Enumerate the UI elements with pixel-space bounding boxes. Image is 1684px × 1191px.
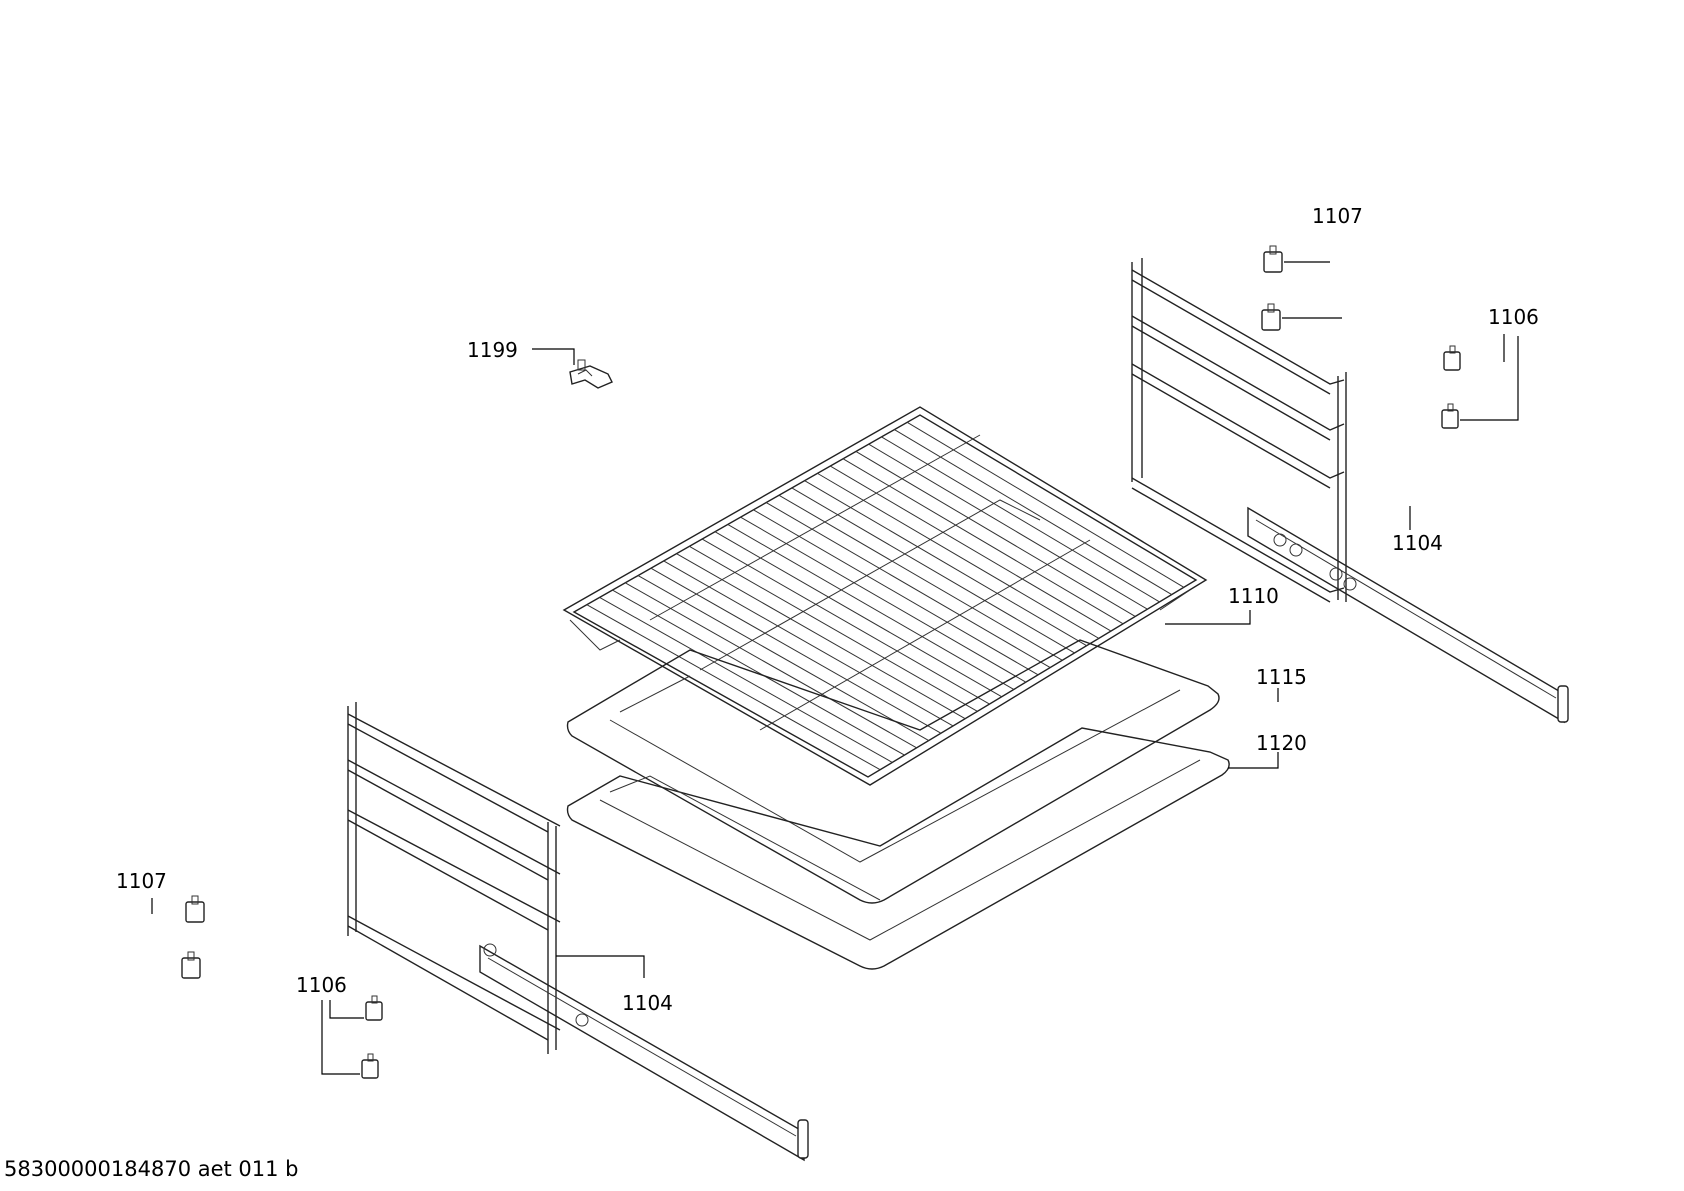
part-1104-left-shelf-support[interactable] <box>347 702 809 1162</box>
leader-1106-left-a <box>329 1000 364 1019</box>
part-1106-left-clip-lower[interactable] <box>361 1053 379 1079</box>
rack-wire-bar <box>714 531 1002 698</box>
rack-wire-bar <box>765 502 1051 668</box>
label-1106-right: 1106 <box>1488 305 1539 329</box>
rack-wire-bar <box>855 451 1136 617</box>
rack-wire-bar <box>753 509 1039 676</box>
rack-wire-bar <box>586 604 881 771</box>
rack-wire-bar <box>842 458 1124 625</box>
label-1120: 1120 <box>1256 731 1307 755</box>
label-1104-left: 1104 <box>622 991 673 1015</box>
part-1107-top-clip-lower[interactable] <box>1261 303 1281 331</box>
rack-wire-bar <box>676 553 966 720</box>
leader-1106-right-b <box>1460 336 1519 421</box>
rack-wire-bar <box>791 487 1075 654</box>
rack-wire-bar <box>625 582 917 749</box>
rack-wire-bar <box>740 516 1027 683</box>
part-1199-clip[interactable] <box>569 359 613 389</box>
rack-wire-bar <box>894 429 1172 596</box>
rack-wire-bar <box>650 567 942 734</box>
leader-1110 <box>1165 610 1251 625</box>
part-1110-wire-rack[interactable] <box>562 406 1208 786</box>
rack-wire-bar <box>881 436 1160 603</box>
part-1107-left-clip-lower[interactable] <box>181 951 201 979</box>
leader-1199 <box>532 348 575 365</box>
rack-wire-bar <box>701 538 990 705</box>
part-1106-right-clip-lower[interactable] <box>1441 403 1459 429</box>
label-1104-right: 1104 <box>1392 531 1443 555</box>
rack-wire-bar <box>830 465 1112 632</box>
part-1115-baking-tray[interactable] <box>566 639 1220 904</box>
part-1104-right-shelf-support[interactable] <box>1131 258 1569 724</box>
label-1115: 1115 <box>1256 665 1307 689</box>
rack-wire-bar <box>804 480 1087 647</box>
rack-wire-bar <box>637 575 929 741</box>
leader-1120 <box>1228 752 1279 769</box>
leader-1104-left <box>556 955 645 978</box>
label-1199: 1199 <box>467 338 518 362</box>
label-1106-left: 1106 <box>296 973 347 997</box>
part-1106-left-clip-upper[interactable] <box>365 995 383 1021</box>
label-1107-left: 1107 <box>116 869 167 893</box>
part-1106-right-clip-upper[interactable] <box>1443 345 1461 371</box>
part-1107-top-clip-upper[interactable] <box>1263 245 1283 273</box>
label-1110: 1110 <box>1228 584 1279 608</box>
part-1120-deep-tray[interactable] <box>566 727 1230 970</box>
leader-1106-left-b <box>321 1000 360 1075</box>
rack-wire-bar <box>817 472 1100 639</box>
rack-wire-bar <box>612 589 905 756</box>
rack-wire-bar <box>727 524 1015 690</box>
part-1107-left-clip-upper[interactable] <box>185 895 205 923</box>
label-1107-top: 1107 <box>1312 204 1363 228</box>
drawing-code: 58300000184870 aet 011 b <box>4 1157 299 1181</box>
rack-wire-bar <box>663 560 954 727</box>
rack-wire-bar <box>599 596 893 763</box>
rack-wire-bar <box>689 545 978 712</box>
rack-wire-bar <box>778 494 1063 661</box>
